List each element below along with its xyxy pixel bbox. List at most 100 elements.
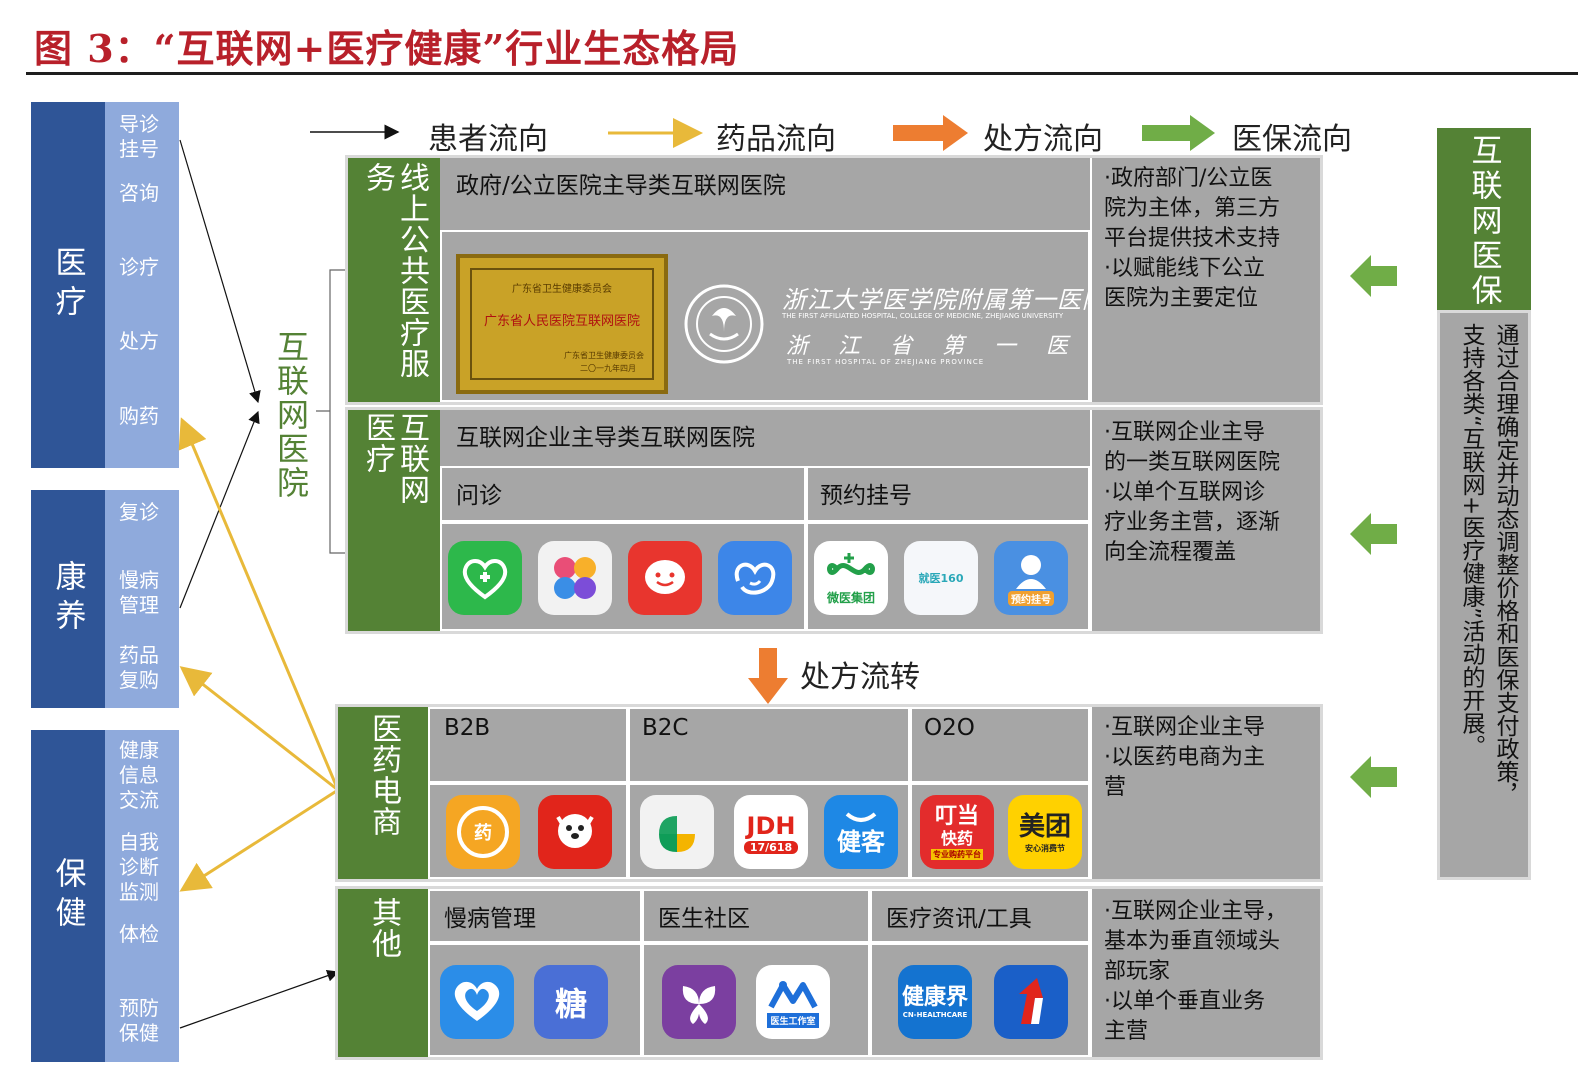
jdh-app-label: JDH — [746, 811, 796, 840]
doctor-heart-icon — [448, 541, 522, 615]
legend-prescription-arrow — [893, 115, 968, 151]
other-desc-box: ·互联网企业主导， 基本为垂直领域头 部玩家 ·以单个垂直业务 主营 — [1092, 889, 1320, 1057]
other-info-apps: 健康界 CN-HEALTHCARE — [870, 943, 1090, 1057]
jianke-app-label: 健客 — [837, 828, 885, 856]
jiankangjie-sublabel: CN-HEALTHCARE — [902, 1011, 968, 1019]
pharma-b2c-head: B2C — [628, 707, 910, 783]
appointment-app-icon: 预约挂号 — [994, 541, 1068, 615]
meituan-app-icon: 美团 安心消费节 — [1008, 795, 1082, 869]
insurance-arrow — [1350, 255, 1397, 297]
insurance-desc-line2: 支持各类“互联网+医疗健康”活动的开展。 — [1458, 323, 1484, 758]
plaque-signer: 广东省卫生健康委员会 — [564, 351, 644, 360]
title-divider — [26, 72, 1578, 75]
yao-app-label: 药 — [457, 806, 509, 858]
other-community-apps: 医生工作室 — [642, 943, 870, 1057]
community-header: 医生社区 — [658, 906, 750, 932]
jianke-app-icon: 健客 — [824, 795, 898, 869]
insurance-arrow — [1350, 513, 1397, 555]
section-public-hospital — [345, 155, 1323, 405]
insurance-desc-box: 通过合理确定并动态调整价格和医保支付政策， 支持各类“互联网+医疗健康”活动的开… — [1437, 310, 1531, 880]
pharma-desc: ·互联网企业主导 ·以医药电商为主 营 — [1104, 715, 1265, 800]
public-header: 政府/公立医院主导类互联网医院 — [456, 173, 786, 199]
other-community-head: 医生社区 — [642, 889, 870, 943]
hospital-name: 浙江大学医学院附属第一医院 — [782, 286, 1107, 314]
section-label-pharma: 医药电商 — [338, 707, 428, 879]
item-prevention: 预防 保健 — [119, 996, 159, 1045]
jiuyi160-app-label: 就医160 — [918, 572, 964, 585]
prescription-transfer-label: 处方流转 — [800, 660, 920, 695]
jiankangjie-app-icon: 健康界 CN-HEALTHCARE — [898, 965, 972, 1039]
legend-insurance-label: 医保流向 — [1232, 122, 1352, 157]
register-apps: 微医集团 就医160 预约挂号 — [806, 522, 1090, 631]
other-desc: ·互联网企业主导， 基本为垂直领域头 部玩家 ·以单个垂直业务 主营 — [1104, 899, 1287, 1044]
hospital-emblem-icon — [684, 284, 764, 364]
plaque-border — [470, 268, 654, 380]
category-health: 保健 健康 信息 交流 自我 诊断 监测 体检 预防 保健 — [31, 730, 179, 1062]
sugar-app-icon: 糖 — [534, 965, 608, 1039]
consult-col: 问诊 — [440, 466, 806, 522]
register-header: 预约挂号 — [820, 483, 912, 509]
petal-icon — [538, 541, 612, 615]
category-label-block: 康养 — [31, 490, 105, 708]
chronic-header: 慢病管理 — [444, 906, 536, 932]
category-label: 医疗 — [49, 246, 86, 324]
dingdang-app-label: 叮当 — [934, 803, 979, 829]
arrow-up-app-icon — [994, 965, 1068, 1039]
certificate-plaque: 广东省卫生健康委员会 广东省人民医院互联网医院 广东省卫生健康委员会 二〇一九年… — [456, 254, 668, 394]
pharma-b2b-apps: 药 — [428, 783, 628, 879]
item-prescription: 处方 — [119, 329, 159, 353]
hospital-name-2: 浙江省第一医院 — [786, 334, 1151, 359]
internet-hospital-label: 互联网医院 — [272, 330, 310, 500]
internet-desc: ·互联网企业主导 的一类互联网医院 ·以单个互联网诊 疗业务主营，逐渐 向全流程… — [1104, 420, 1281, 565]
section-label-public: 线上公共医疗服务 — [348, 158, 440, 402]
jdh-app-icon: JDH 17/618 — [734, 795, 808, 869]
jdh-app-sublabel: 17/618 — [743, 840, 799, 854]
hospital-name-en: THE FIRST AFFILIATED HOSPITAL, COLLEGE O… — [782, 312, 1064, 320]
meituan-app-label: 美团 — [1018, 811, 1071, 842]
item-checkup: 体检 — [119, 922, 159, 946]
internet-header-bar: 互联网企业主导类互联网医院 — [440, 410, 1090, 466]
internet-header: 互联网企业主导类互联网医院 — [456, 425, 755, 451]
pharma-desc-box: ·互联网企业主导 ·以医药电商为主 营 — [1092, 707, 1320, 879]
chat-face-icon — [628, 541, 702, 615]
prescription-transfer-arrow — [748, 648, 788, 704]
insurance-label-block: 互联网医保 — [1437, 128, 1531, 310]
pharma-b2b-head: B2B — [428, 707, 628, 783]
insurance-label: 互联网医保 — [1465, 134, 1502, 309]
category-items-block: 复诊 慢病 管理 药品 复购 — [105, 490, 179, 708]
legend-prescription-label: 处方流向 — [983, 122, 1103, 157]
drug-flow-line — [179, 788, 339, 892]
dingdang-app-tag: 专业购药平台 — [931, 848, 983, 860]
appointment-app-label: 预约挂号 — [1008, 590, 1054, 606]
drug-flow-line — [179, 666, 339, 792]
section-label-other: 其他 — [338, 889, 428, 1057]
section-other — [335, 886, 1323, 1060]
legend-insurance-arrow — [1142, 115, 1215, 151]
category-items-block: 健康 信息 交流 自我 诊断 监测 体检 预防 保健 — [105, 730, 179, 1062]
register-col: 预约挂号 — [806, 466, 1090, 522]
insurance-arrow — [1350, 756, 1397, 798]
patient-flow-line — [179, 139, 261, 404]
doctor-studio-app-icon: 医生工作室 — [756, 965, 830, 1039]
dingdang-app-sublabel: 快药 — [940, 828, 973, 848]
category-label-block: 医疗 — [31, 102, 105, 468]
yao-app-icon: 药 — [446, 795, 520, 869]
category-label: 保健 — [49, 857, 86, 935]
category-care: 康养 复诊 慢病 管理 药品 复购 — [31, 490, 179, 708]
public-desc-box: ·政府部门/公立医 院为主体，第三方 平台提供技术支持 ·以赋能线下公立 医院为… — [1092, 158, 1320, 402]
drug-flow-line — [178, 417, 340, 791]
other-chronic-head: 慢病管理 — [428, 889, 642, 943]
smile-loop-icon — [718, 541, 792, 615]
plaque-issuer: 广东省卫生健康委员会 — [512, 284, 612, 295]
consult-header: 问诊 — [456, 483, 502, 509]
item-chronic: 慢病 管理 — [119, 568, 159, 617]
category-items-block: 导诊 挂号 咨询 诊疗 处方 购药 — [105, 102, 179, 468]
category-medical: 医疗 导诊 挂号 咨询 诊疗 处方 购药 — [31, 102, 179, 468]
category-label: 康养 — [49, 560, 86, 638]
jiankangjie-label: 健康界 — [901, 985, 968, 1010]
heart-app-icon — [440, 965, 514, 1039]
item-consult: 咨询 — [119, 181, 159, 205]
plaque-title: 广东省人民医院互联网医院 — [483, 314, 640, 329]
leaf-purple-app-icon — [662, 965, 736, 1039]
